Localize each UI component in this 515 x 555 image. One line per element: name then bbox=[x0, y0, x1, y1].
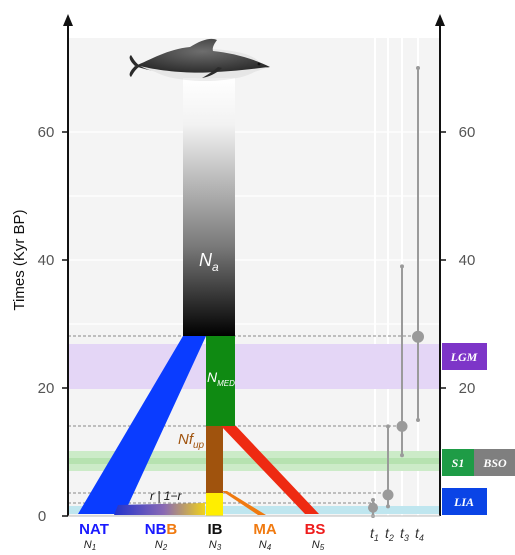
time-prior-max-t3 bbox=[400, 264, 404, 269]
svg-text:NMED: NMED bbox=[207, 369, 235, 388]
lgm-band bbox=[68, 344, 440, 389]
right-tick-60: 60 bbox=[459, 124, 476, 141]
population-ma: MA N4 bbox=[253, 521, 276, 552]
time-prior-median-t2 bbox=[382, 489, 394, 501]
left-tick-60: 60 bbox=[38, 124, 55, 141]
right-ticks bbox=[440, 131, 446, 389]
ib-recent-branch bbox=[206, 493, 223, 516]
period-s1-label: S1 bbox=[452, 456, 465, 470]
left-axis bbox=[63, 14, 73, 516]
period-lia: LIA bbox=[442, 488, 487, 515]
nbb-branch bbox=[114, 503, 205, 515]
time-prior-max-t1 bbox=[371, 498, 375, 502]
population-nbb: NBB N2 bbox=[145, 521, 178, 552]
ib-branch bbox=[206, 426, 223, 493]
population-ma-code: MA bbox=[253, 521, 276, 538]
population-ib-code: IB bbox=[208, 521, 223, 538]
period-s1: S1 bbox=[442, 449, 474, 476]
nat-branch bbox=[78, 336, 206, 514]
ancestral-population-bar bbox=[183, 78, 235, 336]
fup-size-base: Nf bbox=[178, 431, 195, 448]
time-param-t1: t1 bbox=[370, 525, 379, 543]
period-lia-label: LIA bbox=[453, 495, 474, 509]
ancestral-size-sub: a bbox=[212, 260, 219, 274]
population-nbb-code: NBB bbox=[145, 521, 178, 538]
left-ticks bbox=[62, 131, 68, 517]
right-axis bbox=[435, 14, 445, 516]
left-tick-20: 20 bbox=[38, 380, 55, 397]
period-bso-label: BSO bbox=[482, 456, 507, 470]
med-size-sub: MED bbox=[217, 379, 235, 388]
time-prior-median-t1 bbox=[368, 502, 378, 513]
time-prior-median-t4 bbox=[412, 330, 424, 343]
s1-band-core bbox=[68, 458, 440, 464]
time-param-t2: t2 bbox=[385, 525, 394, 543]
population-ma-symbol: N4 bbox=[259, 539, 272, 550]
left-tick-40: 40 bbox=[38, 252, 55, 269]
period-lgm-label: LGM bbox=[450, 350, 478, 364]
right-tick-40: 40 bbox=[459, 252, 476, 269]
fup-size-sub: up bbox=[193, 440, 205, 451]
med-branch bbox=[206, 336, 235, 426]
ancestral-size-label: Na bbox=[199, 250, 219, 274]
bs-branch bbox=[221, 426, 319, 514]
time-prior-min-t2 bbox=[386, 504, 390, 509]
ma-branch bbox=[222, 491, 266, 515]
population-ib-symbol: N3 bbox=[209, 539, 222, 550]
admixture-rate-label: r | 1−r bbox=[150, 489, 182, 503]
time-prior-min-t4 bbox=[416, 418, 420, 422]
time-param-t3: t3 bbox=[400, 525, 409, 543]
population-bs-symbol: N5 bbox=[312, 539, 325, 550]
population-nat-code: NAT bbox=[79, 521, 109, 538]
population-nbb-symbol: N2 bbox=[155, 539, 168, 550]
population-bs-code: BS bbox=[305, 521, 326, 538]
population-ib: IB N3 bbox=[208, 521, 223, 552]
svg-text:Nfup: Nfup bbox=[178, 431, 205, 451]
svg-text:Na: Na bbox=[199, 250, 219, 274]
time-prior-max-t2 bbox=[386, 424, 390, 429]
population-nat: NAT N1 bbox=[79, 521, 109, 552]
right-tick-20: 20 bbox=[459, 380, 476, 397]
porpoise-illustration bbox=[129, 38, 270, 81]
time-prior-max-t4 bbox=[416, 66, 420, 70]
left-tick-0: 0 bbox=[38, 508, 46, 525]
time-param-labels: t1 t2 t3 t4 bbox=[370, 525, 424, 543]
time-param-t4: t4 bbox=[415, 525, 424, 543]
period-bso: BSO bbox=[474, 449, 515, 476]
population-bs: BS N5 bbox=[305, 521, 326, 552]
med-size-base: N bbox=[207, 369, 218, 385]
period-lgm: LGM bbox=[442, 343, 487, 370]
ancestral-size-base: N bbox=[199, 250, 213, 270]
med-size-label: NMED bbox=[207, 369, 235, 388]
y-axis-label: Times (Kyr BP) bbox=[11, 209, 28, 310]
time-prior-min-t3 bbox=[400, 453, 404, 458]
time-prior-median-t3 bbox=[396, 420, 408, 432]
population-nat-symbol: N1 bbox=[84, 539, 96, 550]
fup-size-label: Nfup bbox=[178, 431, 205, 451]
